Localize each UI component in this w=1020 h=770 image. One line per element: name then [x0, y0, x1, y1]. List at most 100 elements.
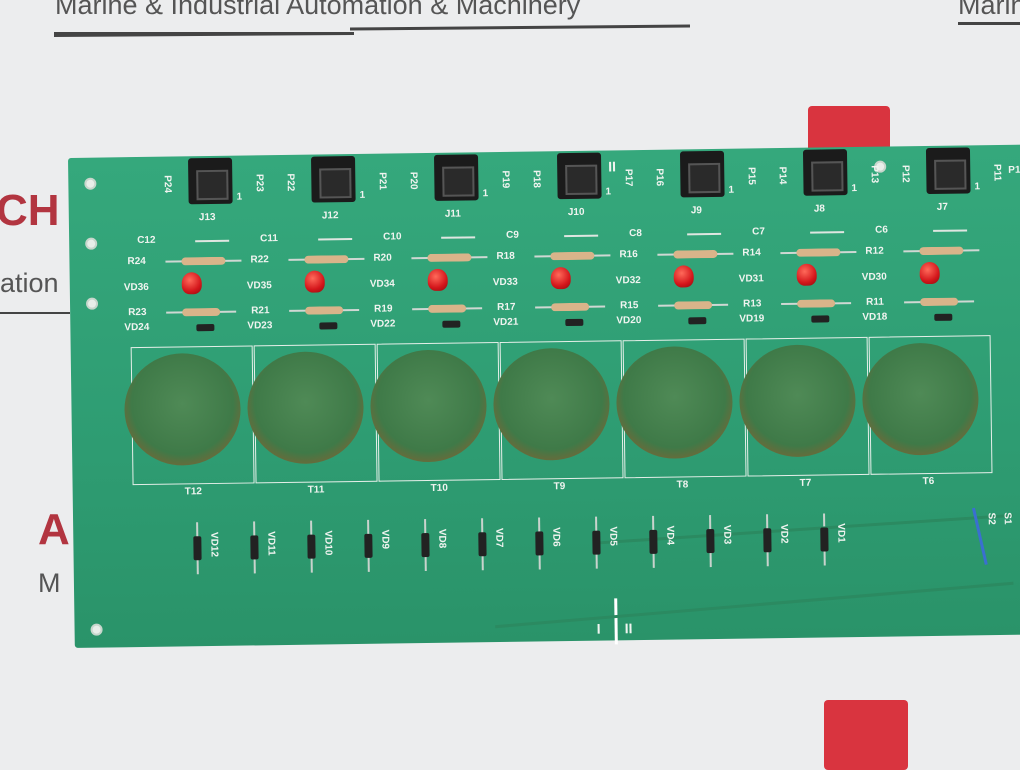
resistor	[919, 246, 964, 256]
section-mark-right: II	[624, 620, 633, 637]
diode-label: VD4	[664, 525, 676, 546]
pad-label-right: P23	[253, 173, 265, 192]
capacitor	[810, 231, 845, 234]
diode-vd12	[193, 536, 202, 561]
connector-label: J11	[444, 208, 462, 220]
resistor-label-bottom: R23	[128, 306, 147, 319]
diode-label: VD24	[124, 321, 150, 334]
mount-hole	[84, 177, 97, 190]
pad-label-left: P14	[776, 166, 788, 185]
diode-vd1	[820, 527, 829, 552]
cap-label: C7	[752, 226, 765, 238]
resistor	[797, 299, 836, 308]
connector-j7[interactable]	[925, 147, 971, 195]
connector-j8[interactable]	[802, 149, 848, 196]
diode-label: VD10	[322, 530, 334, 556]
section-mark-left: I	[596, 620, 601, 637]
led-label: VD30	[861, 271, 887, 283]
connector-label: J13	[198, 211, 216, 224]
led-red	[427, 268, 448, 291]
resistor-label-top: R16	[619, 249, 638, 261]
transformer-coil	[369, 349, 488, 463]
pad-label-right: P15	[745, 166, 757, 185]
diode-vd4	[649, 529, 658, 554]
cap-label: C12	[137, 234, 156, 247]
diode-vd2	[763, 528, 772, 553]
transformer-t10	[369, 342, 501, 482]
capacitor	[195, 239, 230, 243]
resistor	[304, 255, 349, 264]
resistor-label-top: R14	[742, 247, 761, 259]
resistor-label-bottom: R17	[497, 301, 516, 314]
diode-label: VD23	[247, 320, 273, 332]
transformer-t6	[861, 335, 993, 475]
diode	[934, 313, 953, 321]
diode-label: VD9	[379, 529, 391, 550]
resistor	[920, 297, 959, 307]
diode-vd6	[535, 531, 544, 556]
resistor	[550, 251, 595, 261]
pin-one-label: 1	[359, 189, 366, 201]
transformer-t9	[492, 340, 624, 480]
diode-label: VD6	[550, 527, 562, 547]
side-text-2: M	[38, 568, 61, 598]
led-label: VD35	[246, 280, 272, 292]
led-label: VD32	[615, 275, 641, 287]
resistor	[551, 302, 590, 312]
resistor-label-top: R24	[127, 255, 146, 268]
pad-label-left: P20	[407, 171, 419, 190]
transformer-coil	[615, 345, 734, 460]
capacitor	[933, 229, 968, 232]
resistor-label-top: R12	[865, 245, 884, 257]
connector-j10[interactable]	[556, 152, 602, 200]
resistor-label-top: R20	[373, 252, 392, 264]
transformer-coil	[246, 350, 365, 465]
connector-j11[interactable]	[433, 154, 479, 201]
transformer-t7	[738, 336, 870, 477]
connector-label: J8	[813, 203, 825, 215]
transformer-t11	[246, 343, 378, 484]
pad-label-left: P22	[284, 173, 296, 192]
pad-label-right: P21	[376, 172, 388, 191]
transformer-label: T9	[553, 481, 566, 493]
diode-vd10	[307, 534, 316, 559]
cap-label: C10	[383, 231, 402, 243]
banner-text-right: Marin	[958, 0, 1020, 20]
section-divider	[614, 598, 618, 645]
transformer-coil	[861, 342, 980, 456]
diode-vd7	[478, 532, 487, 557]
diode-label: VD7	[493, 527, 505, 548]
pad-label-left: P18	[530, 169, 542, 188]
pad-label-right: P11	[991, 163, 1003, 182]
diode-label: VD12	[208, 531, 220, 558]
resistor-label-top: R18	[496, 250, 515, 263]
resistor-label-top: R22	[250, 254, 269, 266]
pin-one-label: 1	[482, 188, 489, 200]
pad-label-left: P12	[899, 164, 911, 183]
diode-label: VD2	[778, 523, 790, 544]
resistor	[427, 253, 472, 262]
resistor-label-bottom: R15	[620, 300, 639, 312]
diode-label: VD11	[265, 531, 277, 556]
diode-label: VD21	[493, 316, 519, 329]
connector-j13[interactable]	[188, 157, 233, 205]
connector-j9[interactable]	[679, 150, 725, 198]
transformer-coil	[492, 347, 611, 462]
led-label: VD31	[738, 273, 764, 285]
led-red	[796, 263, 817, 286]
pin-one-label: 1	[728, 184, 735, 196]
pad-label-left: P24	[161, 175, 173, 194]
cap-label: C11	[260, 233, 279, 245]
cap-label: C8	[629, 227, 642, 240]
transformer-coil	[738, 344, 857, 458]
banner-rule-long	[54, 32, 354, 35]
connector-j12[interactable]	[311, 155, 356, 203]
resistor	[181, 256, 226, 266]
switch-label-s2: S2	[985, 512, 997, 525]
capacitor	[687, 232, 722, 236]
resistor	[182, 307, 221, 317]
led-red	[550, 266, 571, 290]
mount-hole	[85, 237, 98, 250]
banner-rule-right	[958, 22, 1020, 25]
resistor-label-bottom: R11	[866, 296, 884, 308]
